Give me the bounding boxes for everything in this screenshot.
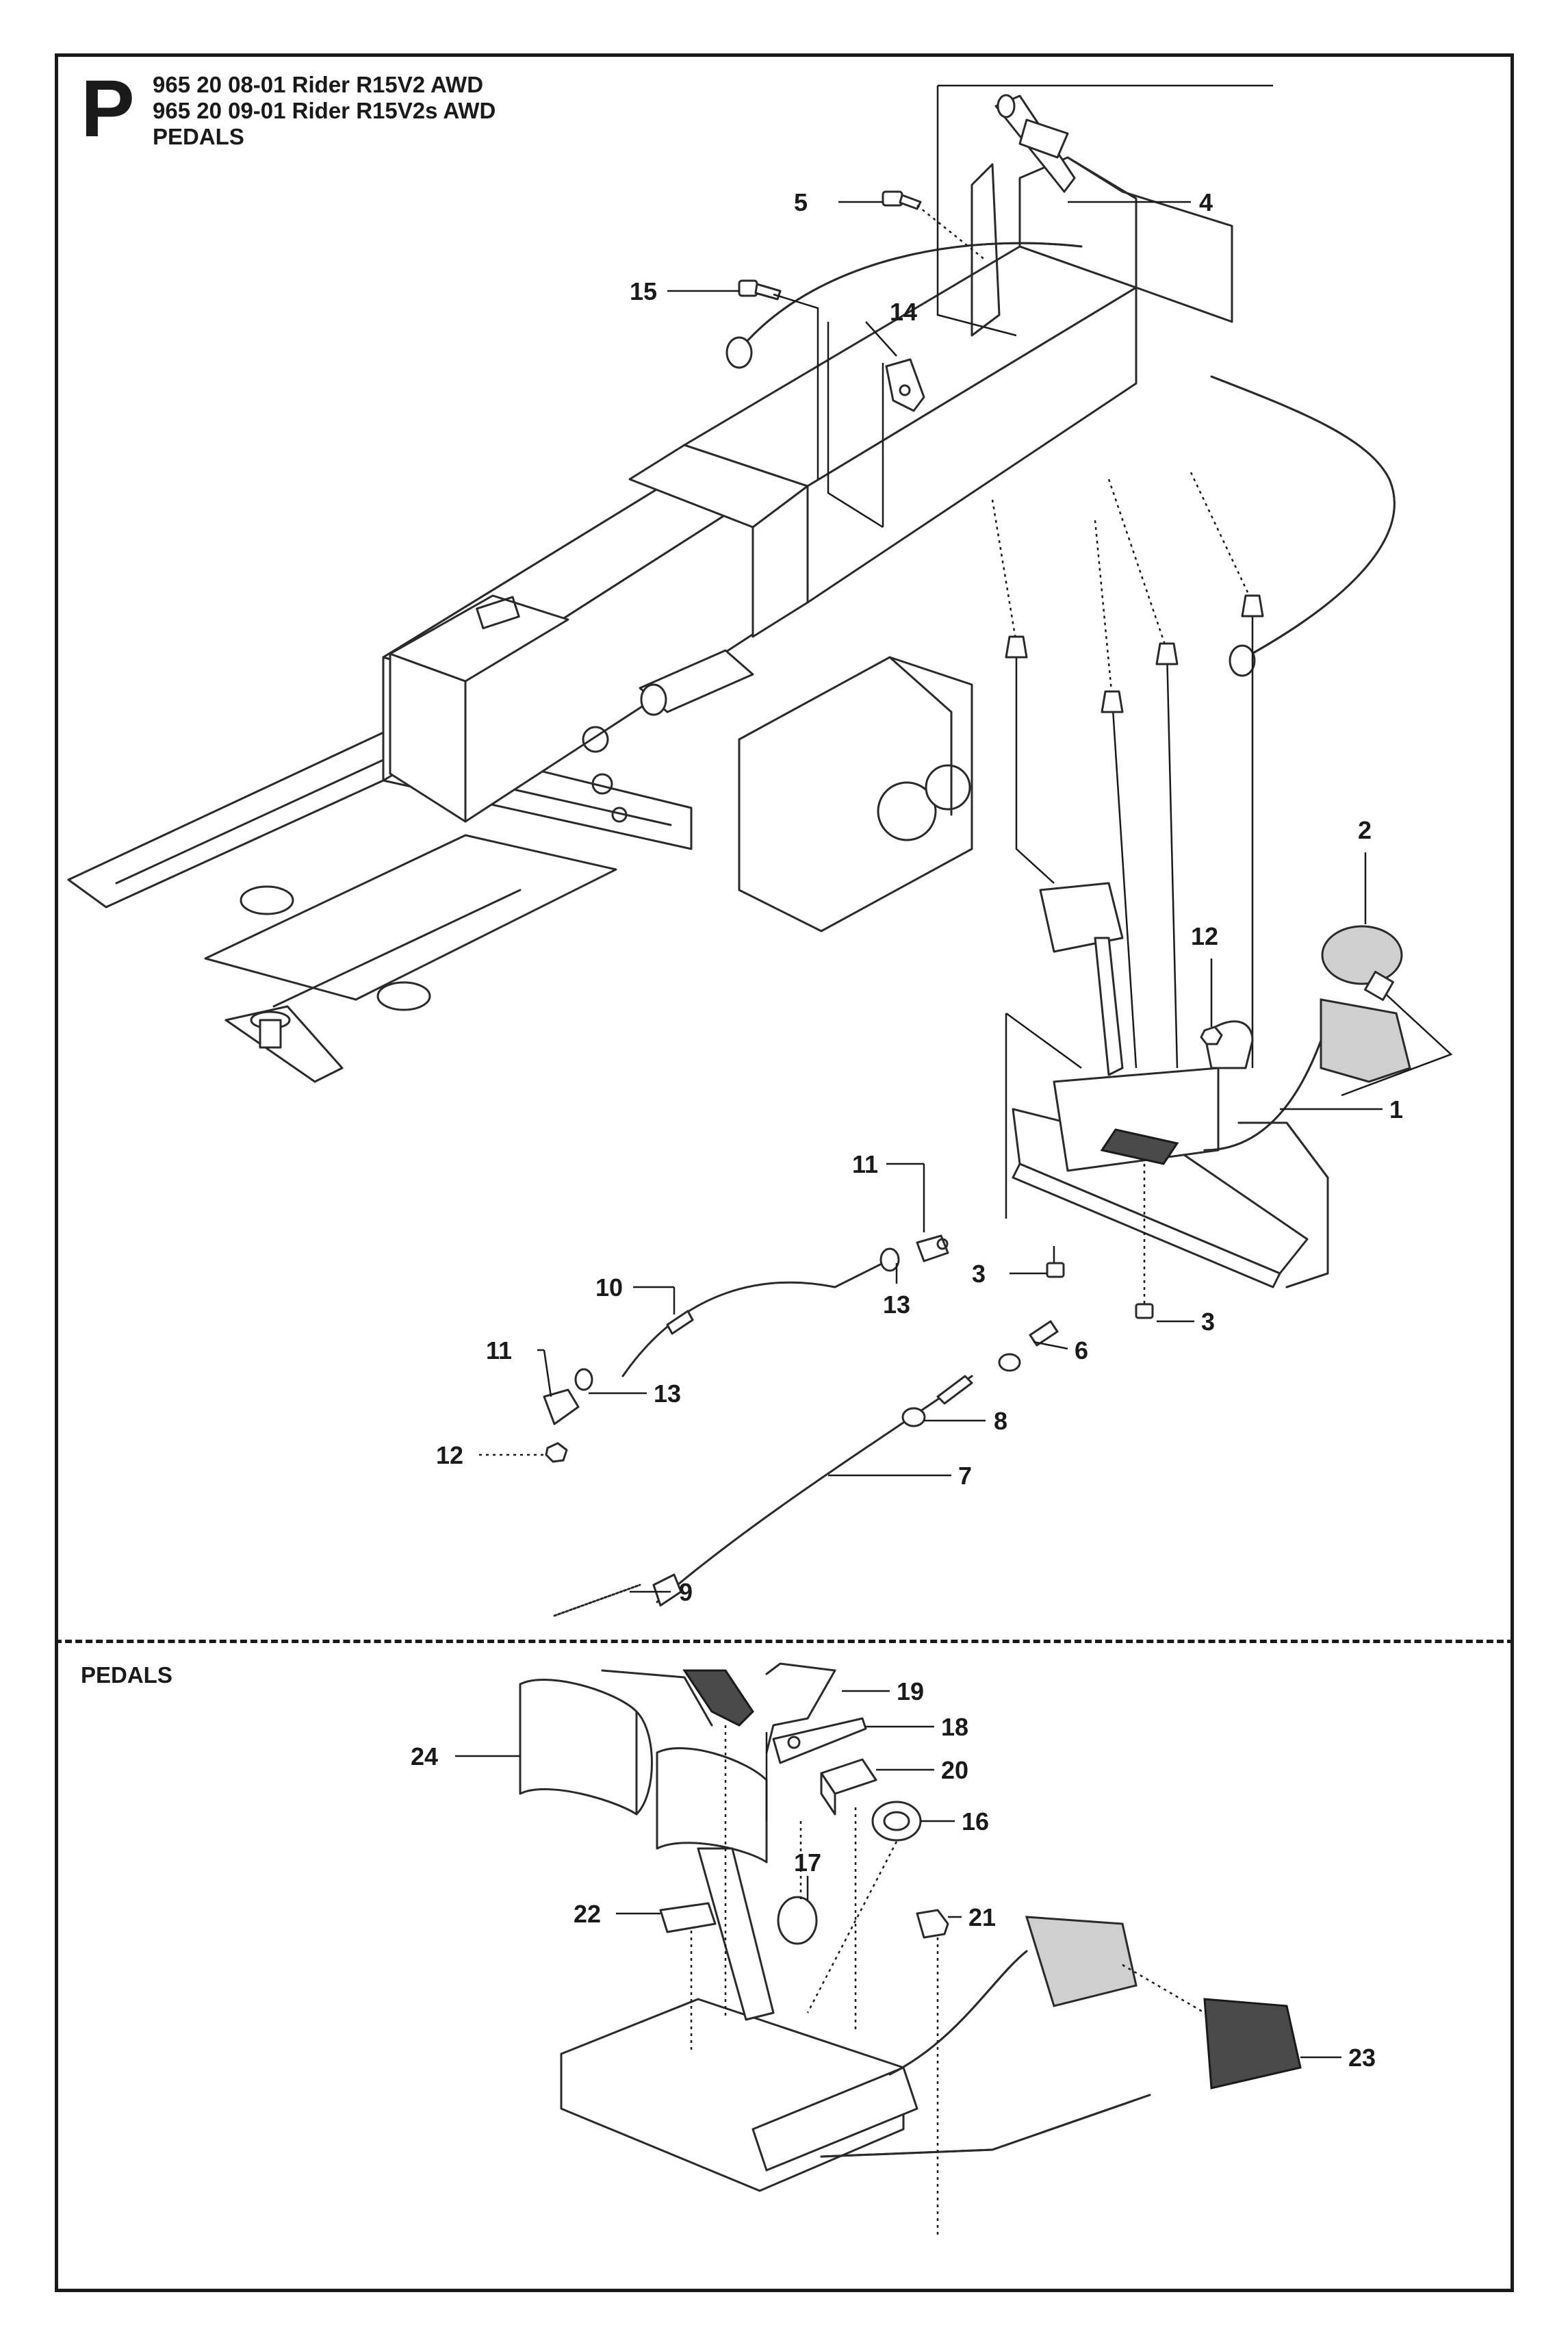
callout-9: 9 (679, 1578, 693, 1606)
callout-17: 17 (794, 1848, 821, 1877)
callout-13-lower: 13 (654, 1380, 681, 1408)
callout-11-lower: 11 (486, 1336, 512, 1364)
callout-15: 15 (630, 277, 657, 305)
title-line-2: 965 20 09-01 Rider R15V2s AWD (153, 98, 496, 123)
part-14-clip (885, 358, 925, 412)
callout-6: 6 (1075, 1336, 1088, 1364)
callout-leaders (455, 201, 1383, 2059)
section-divider (55, 1640, 1514, 1643)
diagram-frame (55, 53, 1514, 2292)
title-line-1: 965 20 08-01 Rider R15V2 AWD (153, 72, 484, 97)
pedal-detail (519, 1662, 1302, 2239)
callout-20: 20 (941, 1756, 968, 1784)
callout-5: 5 (794, 188, 808, 216)
callout-18: 18 (941, 1713, 968, 1741)
part-4-bracket (936, 84, 1273, 337)
callout-7: 7 (958, 1462, 972, 1490)
pedal-assembly-upper (1005, 882, 1453, 1288)
part-3-bolts (1046, 1164, 1154, 1319)
callout-11-upper: 11 (852, 1150, 878, 1178)
callout-12-upper: 12 (1191, 922, 1218, 950)
callout-12-lower: 12 (436, 1441, 463, 1469)
title-line-3: PEDALS (153, 124, 244, 149)
chassis-frame (67, 156, 1396, 1083)
callout-14: 14 (890, 298, 917, 326)
callout-24: 24 (411, 1742, 438, 1770)
callout-8: 8 (994, 1407, 1007, 1435)
part-12-nut-upper (1200, 1026, 1223, 1045)
callout-10: 10 (595, 1273, 623, 1301)
part-2-knob (1321, 925, 1403, 1001)
part-5-bolt (882, 190, 986, 261)
callout-22: 22 (574, 1900, 601, 1928)
callout-19: 19 (897, 1677, 924, 1705)
callout-13-upper: 13 (883, 1291, 910, 1319)
detail-heading: PEDALS (81, 1662, 172, 1688)
callout-16: 16 (962, 1807, 989, 1835)
cables-lower (543, 1234, 1059, 1617)
callout-labels: 1 2 3 3 4 5 6 7 8 9 10 11 11 12 12 13 13… (411, 188, 1403, 2072)
part-15-bolt (738, 279, 819, 479)
callout-2: 2 (1358, 816, 1372, 844)
callout-3-left: 3 (972, 1260, 986, 1288)
callout-4: 4 (1199, 188, 1213, 216)
callout-1: 1 (1389, 1095, 1403, 1123)
cable-guides (827, 322, 1264, 1267)
callout-3-right: 3 (1201, 1308, 1215, 1336)
callout-23: 23 (1348, 2044, 1376, 2072)
callout-21: 21 (968, 1903, 996, 1931)
section-letter: P (81, 64, 135, 154)
